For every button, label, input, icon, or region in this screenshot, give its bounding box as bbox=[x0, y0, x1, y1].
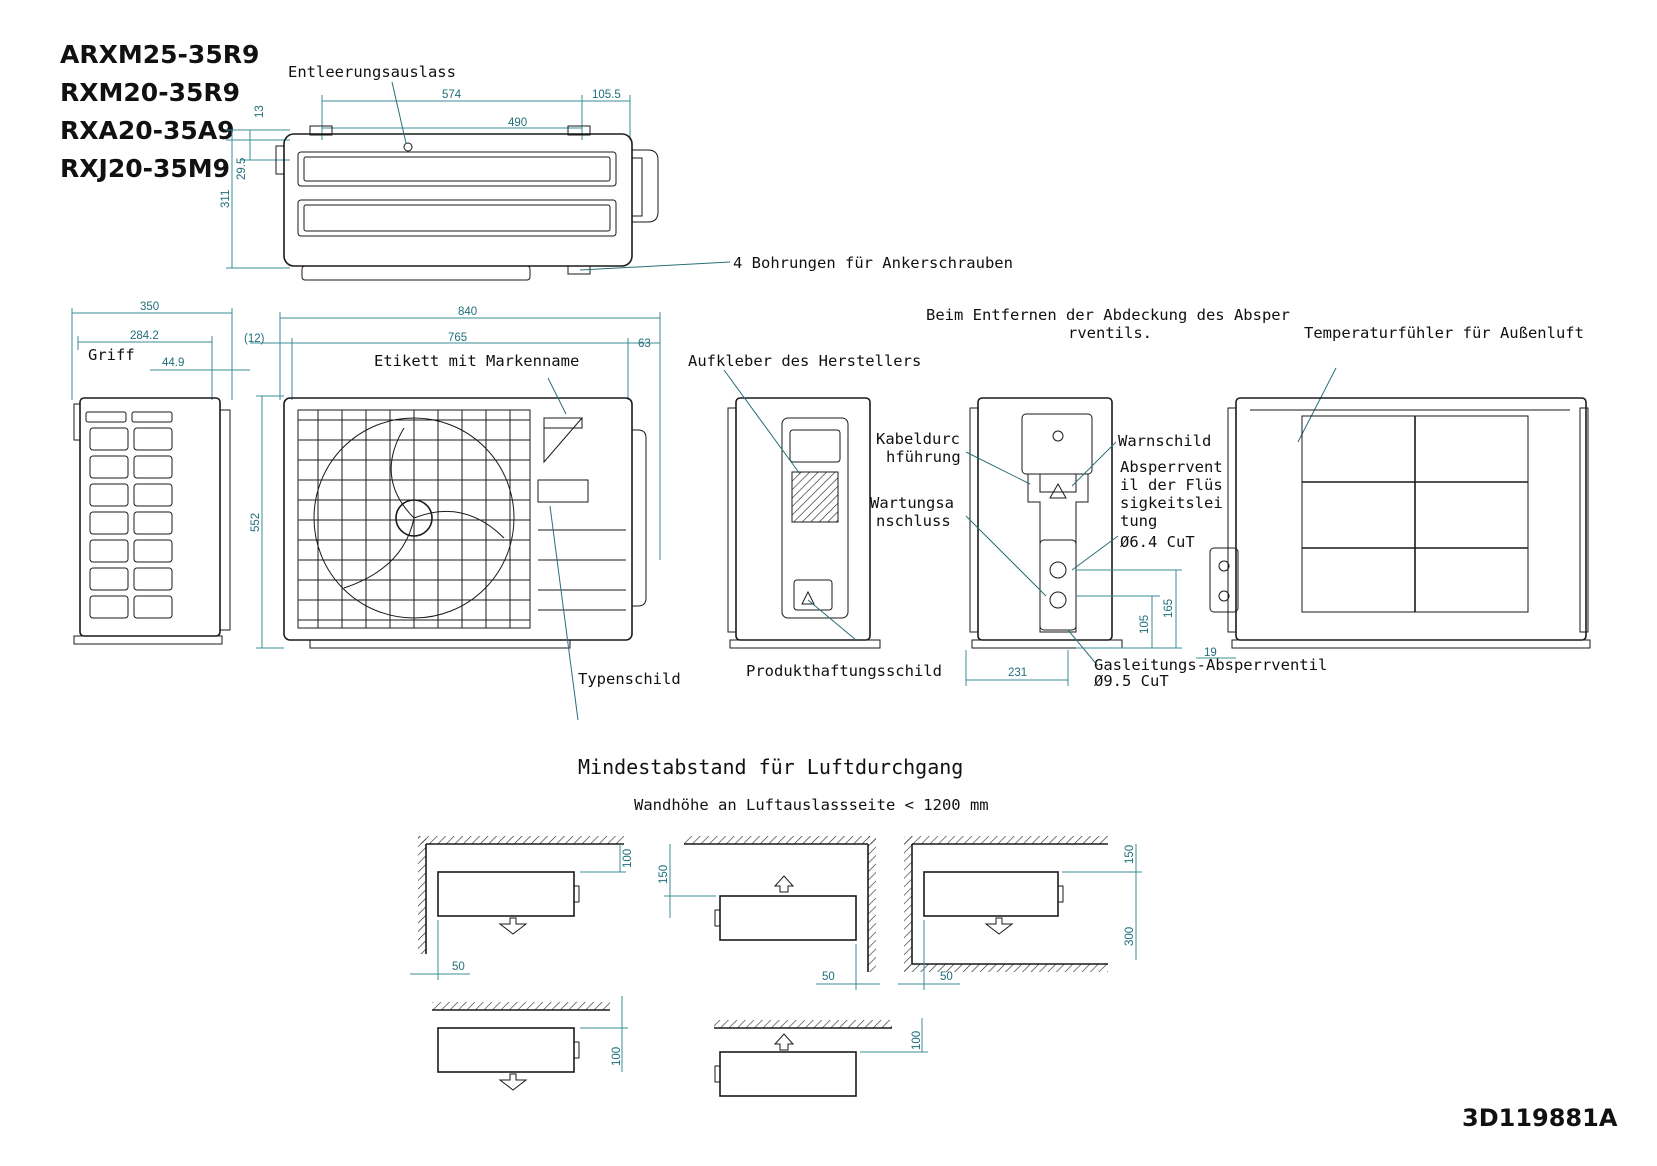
dim-231: 231 bbox=[1008, 667, 1027, 679]
rear-view: Aufkleber des Herstellers Produkthaftung… bbox=[688, 352, 942, 680]
dim-311: 311 bbox=[220, 190, 232, 208]
clearance-case-5: 100 bbox=[714, 1018, 928, 1097]
dim-case1-50: 50 bbox=[452, 961, 465, 973]
model-name: RXJ20-35M9 bbox=[60, 154, 230, 183]
fan-grille bbox=[298, 410, 530, 628]
label-cable-feed-1: Kabeldurc bbox=[876, 430, 960, 448]
dim-19: 19 bbox=[1204, 647, 1217, 659]
clearance-subtitle: Wandhöhe an Luftauslassseite < 1200 mm bbox=[634, 796, 989, 814]
label-service-port-1: Wartungsa bbox=[870, 494, 954, 512]
top-view: 574 105.5 490 13 29.5 311 Entleerungsaus… bbox=[220, 63, 1013, 281]
dim-12: (12) bbox=[244, 333, 265, 345]
model-name: ARXM25-35R9 bbox=[60, 40, 259, 69]
dim-case5-100: 100 bbox=[911, 1031, 923, 1050]
label-liquid-valve-size: Ø6.4 CuT bbox=[1120, 533, 1195, 551]
dim-63: 63 bbox=[638, 338, 651, 350]
side-grille bbox=[89, 427, 173, 619]
label-cover-note-2: rventils. bbox=[1068, 324, 1152, 342]
front-view: 840 (12) 765 63 552 Etikett mit Markenna… bbox=[244, 306, 681, 721]
label-manufacturer-sticker: Aufkleber des Herstellers bbox=[688, 352, 921, 370]
label-drain-outlet: Entleerungsauslass bbox=[288, 63, 456, 81]
dim-case2-150: 150 bbox=[658, 865, 670, 884]
valve-view: Beim Entfernen der Abdeckung des Absper … bbox=[870, 306, 1327, 690]
model-name: RXM20-35R9 bbox=[60, 78, 240, 107]
dim-44-9: 44.9 bbox=[162, 357, 184, 369]
dim-574: 574 bbox=[442, 89, 462, 101]
dim-case4-100: 100 bbox=[611, 1047, 623, 1066]
dim-case2-50: 50 bbox=[822, 971, 835, 983]
clearance-section: Mindestabstand für Luftdurchgang Wandhöh… bbox=[410, 755, 1142, 1097]
label-liquid-valve-3: sigkeitslei bbox=[1120, 494, 1223, 512]
label-gas-valve-size: Ø9.5 CuT bbox=[1094, 672, 1169, 690]
label-anchor-holes: 4 Bohrungen für Ankerschrauben bbox=[733, 254, 1013, 272]
dim-13: 13 bbox=[254, 105, 266, 118]
dim-case3-300: 300 bbox=[1124, 927, 1136, 946]
back-view: Temperaturfühler für Außenluft bbox=[1209, 324, 1591, 649]
clearance-title: Mindestabstand für Luftdurchgang bbox=[578, 755, 963, 779]
clearance-case-3: 150 300 50 bbox=[898, 836, 1142, 990]
label-brand-label: Etikett mit Markenname bbox=[374, 352, 579, 370]
dim-29-5: 29.5 bbox=[236, 158, 248, 180]
label-liquid-valve-1: Absperrvent bbox=[1120, 458, 1223, 476]
dim-765: 765 bbox=[448, 332, 467, 344]
label-gas-valve: Gasleitungs-Absperrventil bbox=[1094, 656, 1327, 674]
label-liquid-valve-2: il der Flüs bbox=[1120, 476, 1223, 494]
dim-350: 350 bbox=[140, 301, 159, 313]
dim-840: 840 bbox=[458, 306, 477, 318]
dim-105: 105 bbox=[1139, 615, 1151, 634]
clearance-case-2: 150 50 bbox=[658, 836, 880, 990]
clearance-case-4: 100 bbox=[432, 996, 628, 1091]
label-liquid-valve-4: tung bbox=[1120, 512, 1157, 530]
dim-490: 490 bbox=[508, 117, 527, 129]
label-handle: Griff bbox=[88, 346, 135, 364]
dim-552: 552 bbox=[250, 513, 262, 532]
label-cover-note-1: Beim Entfernen der Abdeckung des Absper bbox=[926, 306, 1290, 324]
dim-165: 165 bbox=[1163, 599, 1175, 618]
label-temp-sensor: Temperaturfühler für Außenluft bbox=[1304, 324, 1584, 342]
dim-case3-50: 50 bbox=[940, 971, 953, 983]
clearance-case-1: 100 50 bbox=[410, 836, 634, 980]
dim-case3-150: 150 bbox=[1124, 845, 1136, 864]
dim-284-2: 284.2 bbox=[130, 330, 159, 342]
label-service-port-2: nschluss bbox=[876, 512, 951, 530]
label-cable-feed-2: hführung bbox=[886, 448, 961, 466]
model-name: RXA20-35A9 bbox=[60, 116, 235, 145]
label-warning-sign: Warnschild bbox=[1118, 432, 1211, 450]
dim-case1-100: 100 bbox=[622, 849, 634, 868]
document-id: 3D119881A bbox=[1462, 1104, 1618, 1132]
model-list: ARXM25-35R9 RXM20-35R9 RXA20-35A9 RXJ20-… bbox=[60, 40, 259, 183]
dim-105-5: 105.5 bbox=[592, 89, 621, 101]
side-view-left: 350 284.2 44.9 Griff bbox=[71, 301, 250, 645]
label-product-liability: Produkthaftungsschild bbox=[746, 662, 942, 680]
label-nameplate: Typenschild bbox=[578, 670, 681, 688]
